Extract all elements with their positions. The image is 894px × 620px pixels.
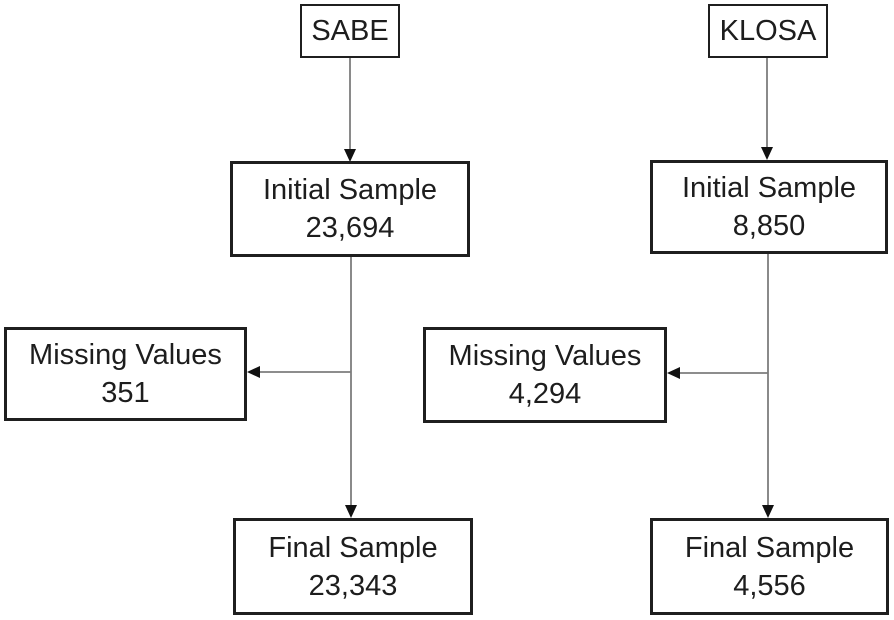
klosa-initial-label: Initial Sample	[681, 172, 857, 204]
sabe-final-sample-box: Final Sample 23,343	[233, 518, 473, 615]
sabe-initial-value: 23,694	[305, 212, 395, 244]
klosa-source-label: KLOSA	[719, 15, 817, 47]
klosa-final-value: 4,556	[733, 569, 806, 602]
arrowhead-down-icon	[345, 505, 357, 518]
klosa-missing-value: 4,294	[508, 378, 582, 410]
klosa-source-to-initial-arrow	[761, 58, 773, 160]
sabe-final-label: Final Sample	[268, 531, 438, 564]
klosa-final-label: Final Sample	[684, 531, 855, 564]
sabe-missing-label: Missing Values	[29, 339, 222, 371]
sabe-initial-to-final-arrow	[345, 257, 357, 518]
sabe-source-to-initial-arrow	[344, 58, 356, 162]
klosa-initial-sample-box: Initial Sample 8,850	[650, 160, 888, 254]
sabe-missing-values-box: Missing Values 351	[4, 327, 247, 421]
klosa-missing-values-box: Missing Values 4,294	[423, 327, 667, 423]
klosa-final-sample-box: Final Sample 4,556	[650, 518, 889, 615]
klosa-initial-value: 8,850	[732, 210, 806, 242]
sabe-initial-label: Initial Sample	[262, 174, 438, 206]
sabe-missing-value: 351	[101, 377, 150, 409]
sabe-final-value: 23,343	[308, 569, 398, 602]
arrowhead-left-icon	[247, 366, 260, 378]
sabe-source-box: SABE	[300, 4, 400, 58]
sabe-initial-sample-box: Initial Sample 23,694	[230, 161, 470, 257]
klosa-missing-branch-arrow	[667, 367, 768, 379]
klosa-source-box: KLOSA	[708, 4, 828, 58]
arrowhead-down-icon	[761, 147, 773, 160]
klosa-initial-to-final-arrow	[762, 254, 774, 518]
arrowhead-down-icon	[762, 505, 774, 518]
klosa-missing-label: Missing Values	[448, 340, 642, 372]
sabe-source-label: SABE	[311, 15, 389, 47]
arrowhead-left-icon	[667, 367, 680, 379]
sabe-missing-branch-arrow	[247, 366, 351, 378]
